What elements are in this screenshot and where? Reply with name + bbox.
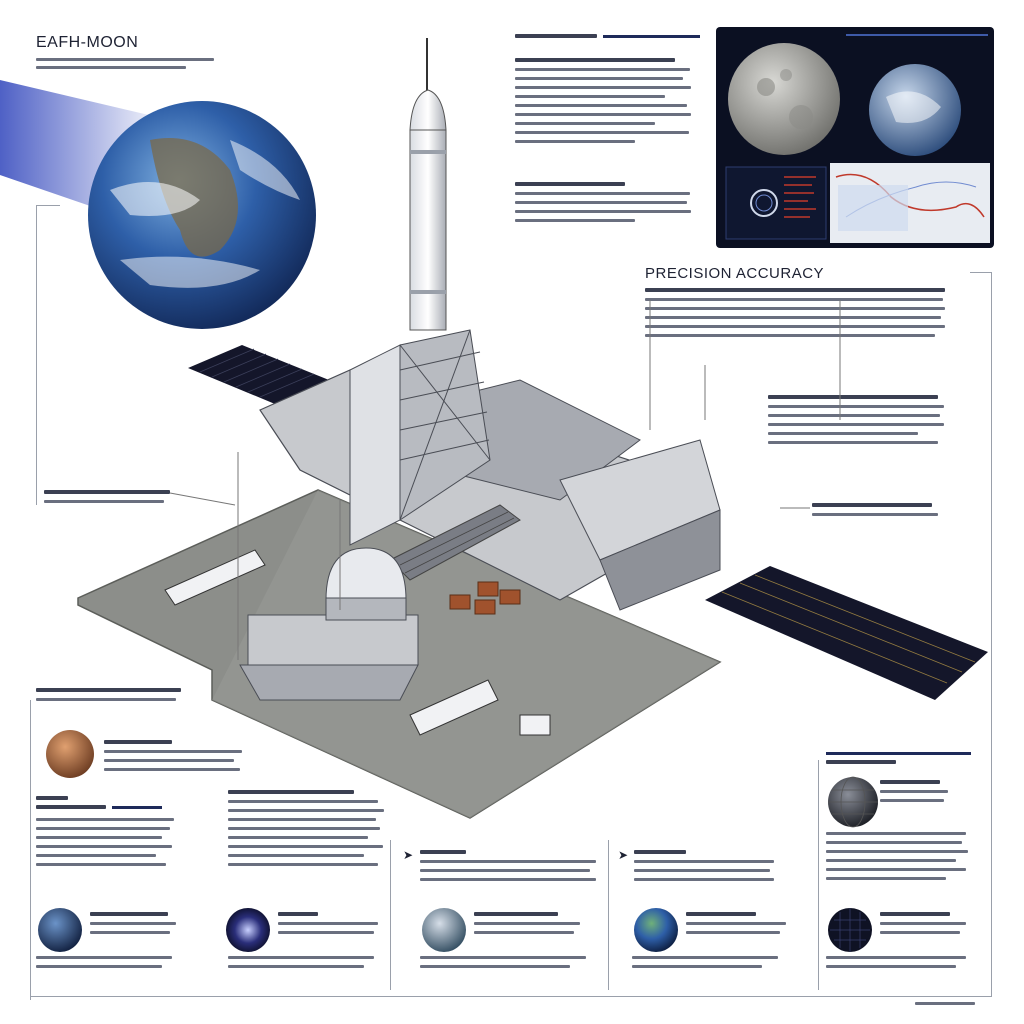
arrow-icon: ➤ bbox=[403, 848, 414, 862]
right-lower-text-2 bbox=[826, 832, 971, 880]
grid-square-icon bbox=[828, 908, 872, 952]
launch-pad-illustration bbox=[77, 38, 988, 819]
right-text-block-1 bbox=[768, 395, 946, 444]
moon-earth-image-panel bbox=[716, 27, 994, 248]
left-text-block-3 bbox=[36, 818, 176, 866]
moon-icon bbox=[728, 43, 840, 155]
right-lower-header bbox=[826, 752, 971, 764]
solar-panel-icon bbox=[188, 345, 334, 404]
bottom-text-4 bbox=[686, 912, 796, 934]
mid-text-block-2 bbox=[634, 850, 784, 881]
bottom-text-4b bbox=[632, 956, 782, 968]
intro-text-block bbox=[36, 58, 216, 69]
top-center-text-block bbox=[515, 58, 695, 143]
footer-text bbox=[915, 1002, 975, 1005]
rocket-icon bbox=[409, 38, 447, 331]
precision-text-block bbox=[645, 288, 950, 337]
mars-text-block bbox=[104, 740, 244, 771]
left-text-block-1 bbox=[44, 490, 174, 503]
top-center-header bbox=[515, 34, 700, 38]
bottom-text-5 bbox=[880, 912, 970, 934]
precision-bracket bbox=[970, 272, 992, 273]
bottom-text-2 bbox=[278, 912, 388, 934]
precision-accuracy-title: PRECISION ACCURACY bbox=[645, 265, 825, 282]
page-title: EAFH-MOON bbox=[36, 34, 139, 51]
bottom-text-3 bbox=[474, 912, 584, 934]
left-text-block-2 bbox=[36, 688, 186, 701]
earth-planet-icon-2 bbox=[634, 908, 678, 952]
bottom-text-5b bbox=[826, 956, 971, 968]
grid-sphere-icon bbox=[828, 776, 878, 828]
bottom-text-3b bbox=[420, 956, 590, 968]
top-center-text-block-2 bbox=[515, 182, 695, 222]
bottom-text-1b bbox=[36, 956, 176, 968]
left-header-3 bbox=[36, 796, 162, 809]
dome-icon bbox=[239, 547, 419, 701]
galaxy-icon bbox=[226, 908, 270, 952]
right-lower-text-1 bbox=[880, 780, 952, 802]
bottom-rule bbox=[30, 996, 992, 997]
arrow-icon: ➤ bbox=[618, 848, 629, 862]
mars-planet-icon bbox=[46, 730, 94, 778]
planet-icon bbox=[422, 908, 466, 952]
bottom-text-2b bbox=[228, 956, 378, 968]
right-text-block-2 bbox=[812, 503, 942, 516]
earth-globe-icon bbox=[0, 80, 316, 329]
mid-text-block-1 bbox=[420, 850, 600, 881]
earth-planet-icon bbox=[38, 908, 82, 952]
bottom-text-1 bbox=[90, 912, 180, 934]
center-text-block bbox=[228, 790, 388, 866]
